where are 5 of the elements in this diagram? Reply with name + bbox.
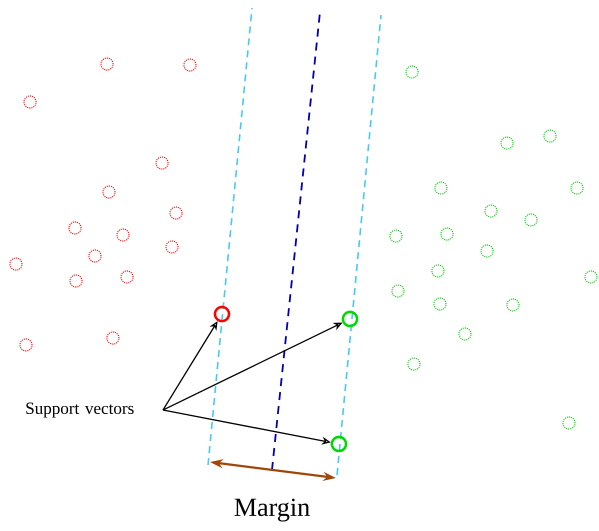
support-vector [342, 310, 358, 328]
margin-label: Margin [234, 498, 310, 522]
callout-text: Support vectors [26, 402, 134, 418]
support-vector [330, 436, 348, 452]
support-vector [214, 306, 230, 322]
